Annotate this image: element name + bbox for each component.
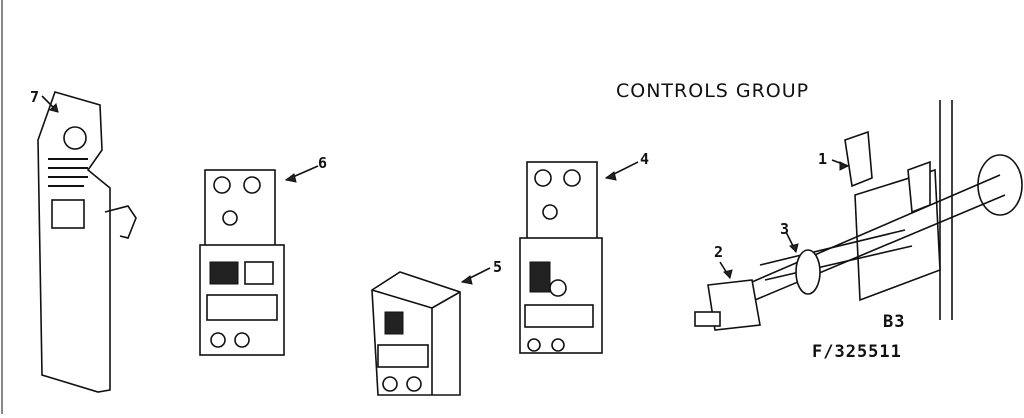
callout-4: 4 (640, 150, 650, 168)
callout-1: 1 (818, 150, 828, 168)
parts-1-3-heating-element-assembly (694, 100, 1023, 331)
callout-6: 6 (318, 154, 328, 172)
diagram-title: CONTROLS GROUP (616, 80, 810, 102)
part-6-upper-thermostat (199, 169, 285, 356)
section-code: B3 (883, 312, 906, 332)
callout-5: 5 (493, 258, 503, 276)
part-4-thermostat (519, 161, 603, 354)
part-number: F/325511 (812, 342, 902, 362)
callout-3: 3 (780, 220, 790, 238)
leader-arrows (41, 95, 850, 285)
callout-2: 2 (714, 243, 724, 261)
part-5-lower-thermostat (371, 271, 461, 396)
part-7-insulation-cover (37, 91, 137, 393)
callout-7: 7 (30, 88, 40, 106)
